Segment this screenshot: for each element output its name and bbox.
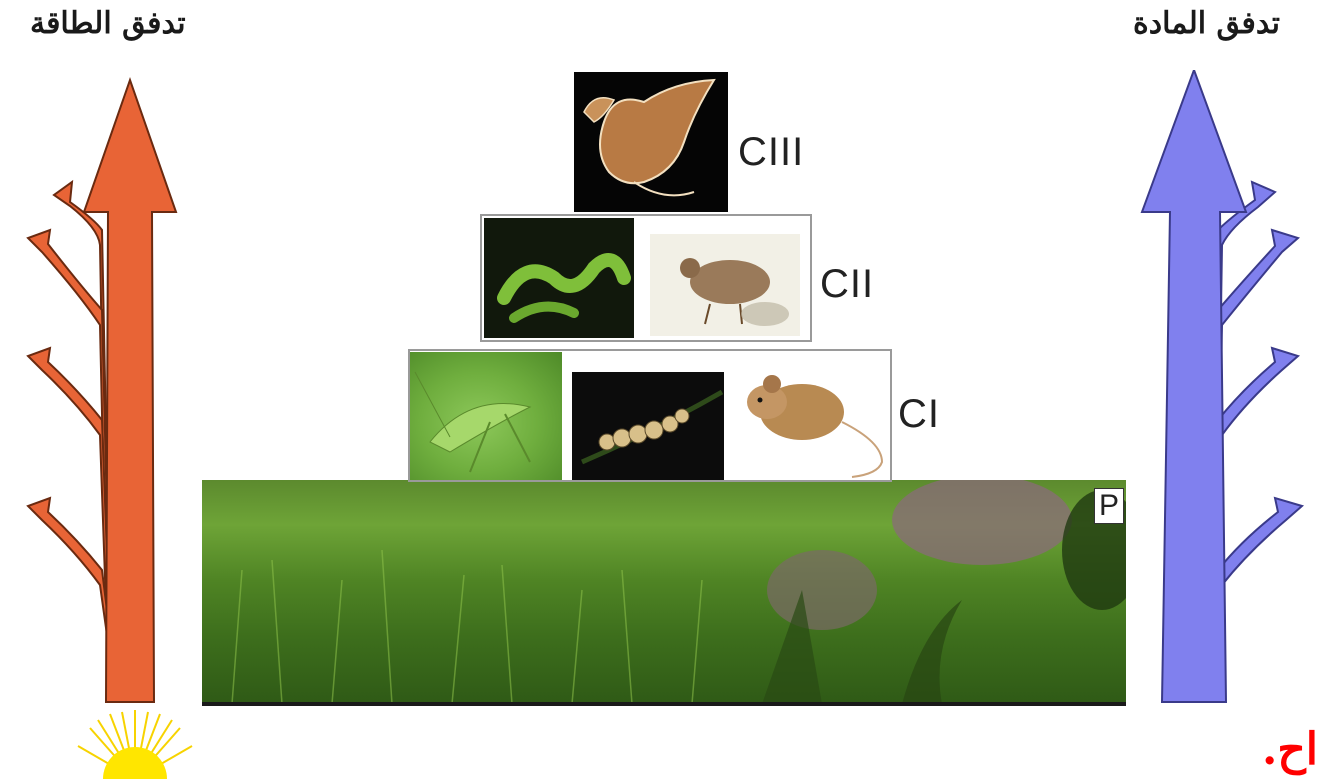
energy-flow-arrow: [10, 70, 210, 710]
pyramid-base-line: [202, 702, 1126, 706]
snake-image: [484, 218, 634, 338]
caterpillar-image: [572, 372, 724, 480]
secondary-consumers-label: CII: [820, 262, 874, 307]
footer-text: اح.: [1262, 724, 1318, 775]
producers-label: P: [1094, 488, 1124, 524]
energy-flow-title: تدفق الطاقة: [30, 6, 186, 41]
mouse-image: [732, 362, 888, 478]
sun-icon: [70, 700, 200, 779]
matter-flow-title: تدفق المادة: [1133, 6, 1280, 41]
matter-flow-arrow: [1130, 70, 1320, 710]
quail-image: [650, 234, 800, 336]
tertiary-consumer-label: CIII: [738, 130, 804, 175]
producers-grass-image: [202, 480, 1126, 704]
primary-consumers-label: CI: [898, 392, 940, 437]
grasshopper-image: [410, 352, 562, 480]
hawk-image: [574, 72, 728, 212]
